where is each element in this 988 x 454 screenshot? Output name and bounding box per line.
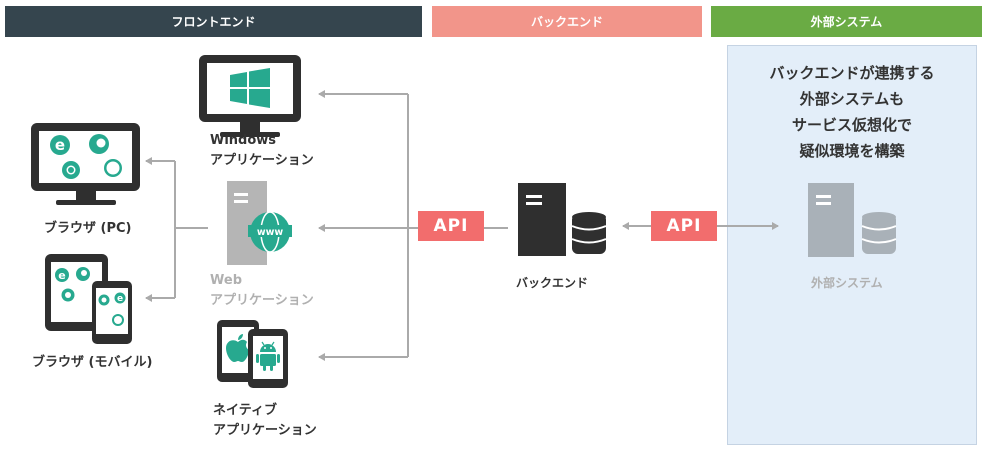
api-badge-right: API [651,211,717,241]
header-frontend-label: フロントエンド [171,15,256,29]
label-line: アプリケーション [210,293,314,308]
api-badge-right-label: API [666,216,702,236]
header-external: 外部システム [711,6,982,37]
header-backend: バックエンド [432,6,702,37]
database-icon [861,212,897,254]
connector-browsers-to-web [145,157,208,302]
firefox-icon [89,134,109,154]
firefox-icon [76,267,90,281]
android-icon [256,341,280,371]
label-line: アプリケーション [213,423,317,438]
label-windows-app: Windows アプリケーション [210,131,314,171]
label-text: ブラウザ (PC) [44,221,132,236]
label-web-app: Web アプリケーション [210,271,314,311]
label-line: Windows [210,133,277,148]
label-line: Web [210,273,242,288]
external-panel-title: バックエンドが連携する 外部システムも サービス仮想化で 疑似環境を構築 [727,60,977,164]
native-app-icon [217,320,288,388]
svg-text:e: e [55,136,65,154]
api-badge-left: API [418,211,484,241]
safari-icon [112,314,124,326]
label-text: 外部システム [811,276,883,290]
mobile-browser-icon: e e [45,254,132,344]
pc-monitor-icon: e [31,123,140,205]
external-panel-line: サービス仮想化で [791,116,912,134]
apple-icon [226,334,249,362]
ie-icon: e [55,268,69,282]
windows-logo-icon [230,68,270,108]
label-browser-mobile: ブラウザ (モバイル) [32,353,152,373]
svg-text:e: e [58,269,65,282]
label-text: バックエンド [516,276,589,290]
label-line: ネイティブ [213,403,277,418]
svg-text:www: www [257,227,284,238]
header-external-label: 外部システム [810,15,883,29]
header-backend-label: バックエンド [530,15,603,29]
external-panel-line: 外部システムも [799,90,905,108]
label-text: ブラウザ (モバイル) [32,355,153,370]
api-badge-left-label: API [433,216,469,236]
label-backend: バックエンド [516,273,588,293]
www-globe-icon: www [248,211,292,253]
label-native-app: ネイティブ アプリケーション [213,401,317,441]
header-frontend: フロントエンド [5,6,422,37]
ie-icon: e [114,292,126,304]
external-server-icon [808,183,854,257]
external-panel-line: 疑似環境を構築 [799,142,905,160]
label-external-system: 外部システム [811,273,883,293]
connector-api-to-frontends [318,90,418,361]
database-icon [571,212,607,254]
svg-text:e: e [117,294,123,304]
label-line: アプリケーション [210,153,314,168]
ie-icon: e [50,135,70,155]
label-browser-pc: ブラウザ (PC) [44,219,131,239]
chrome-icon [61,288,75,302]
chrome-icon [62,161,80,179]
chrome-icon [98,294,110,306]
backend-server-icon [518,183,566,256]
windows-monitor-icon [199,55,301,137]
safari-icon [104,159,122,177]
external-panel-line: バックエンドが連携する [769,64,935,82]
web-server-icon: www [227,181,292,265]
